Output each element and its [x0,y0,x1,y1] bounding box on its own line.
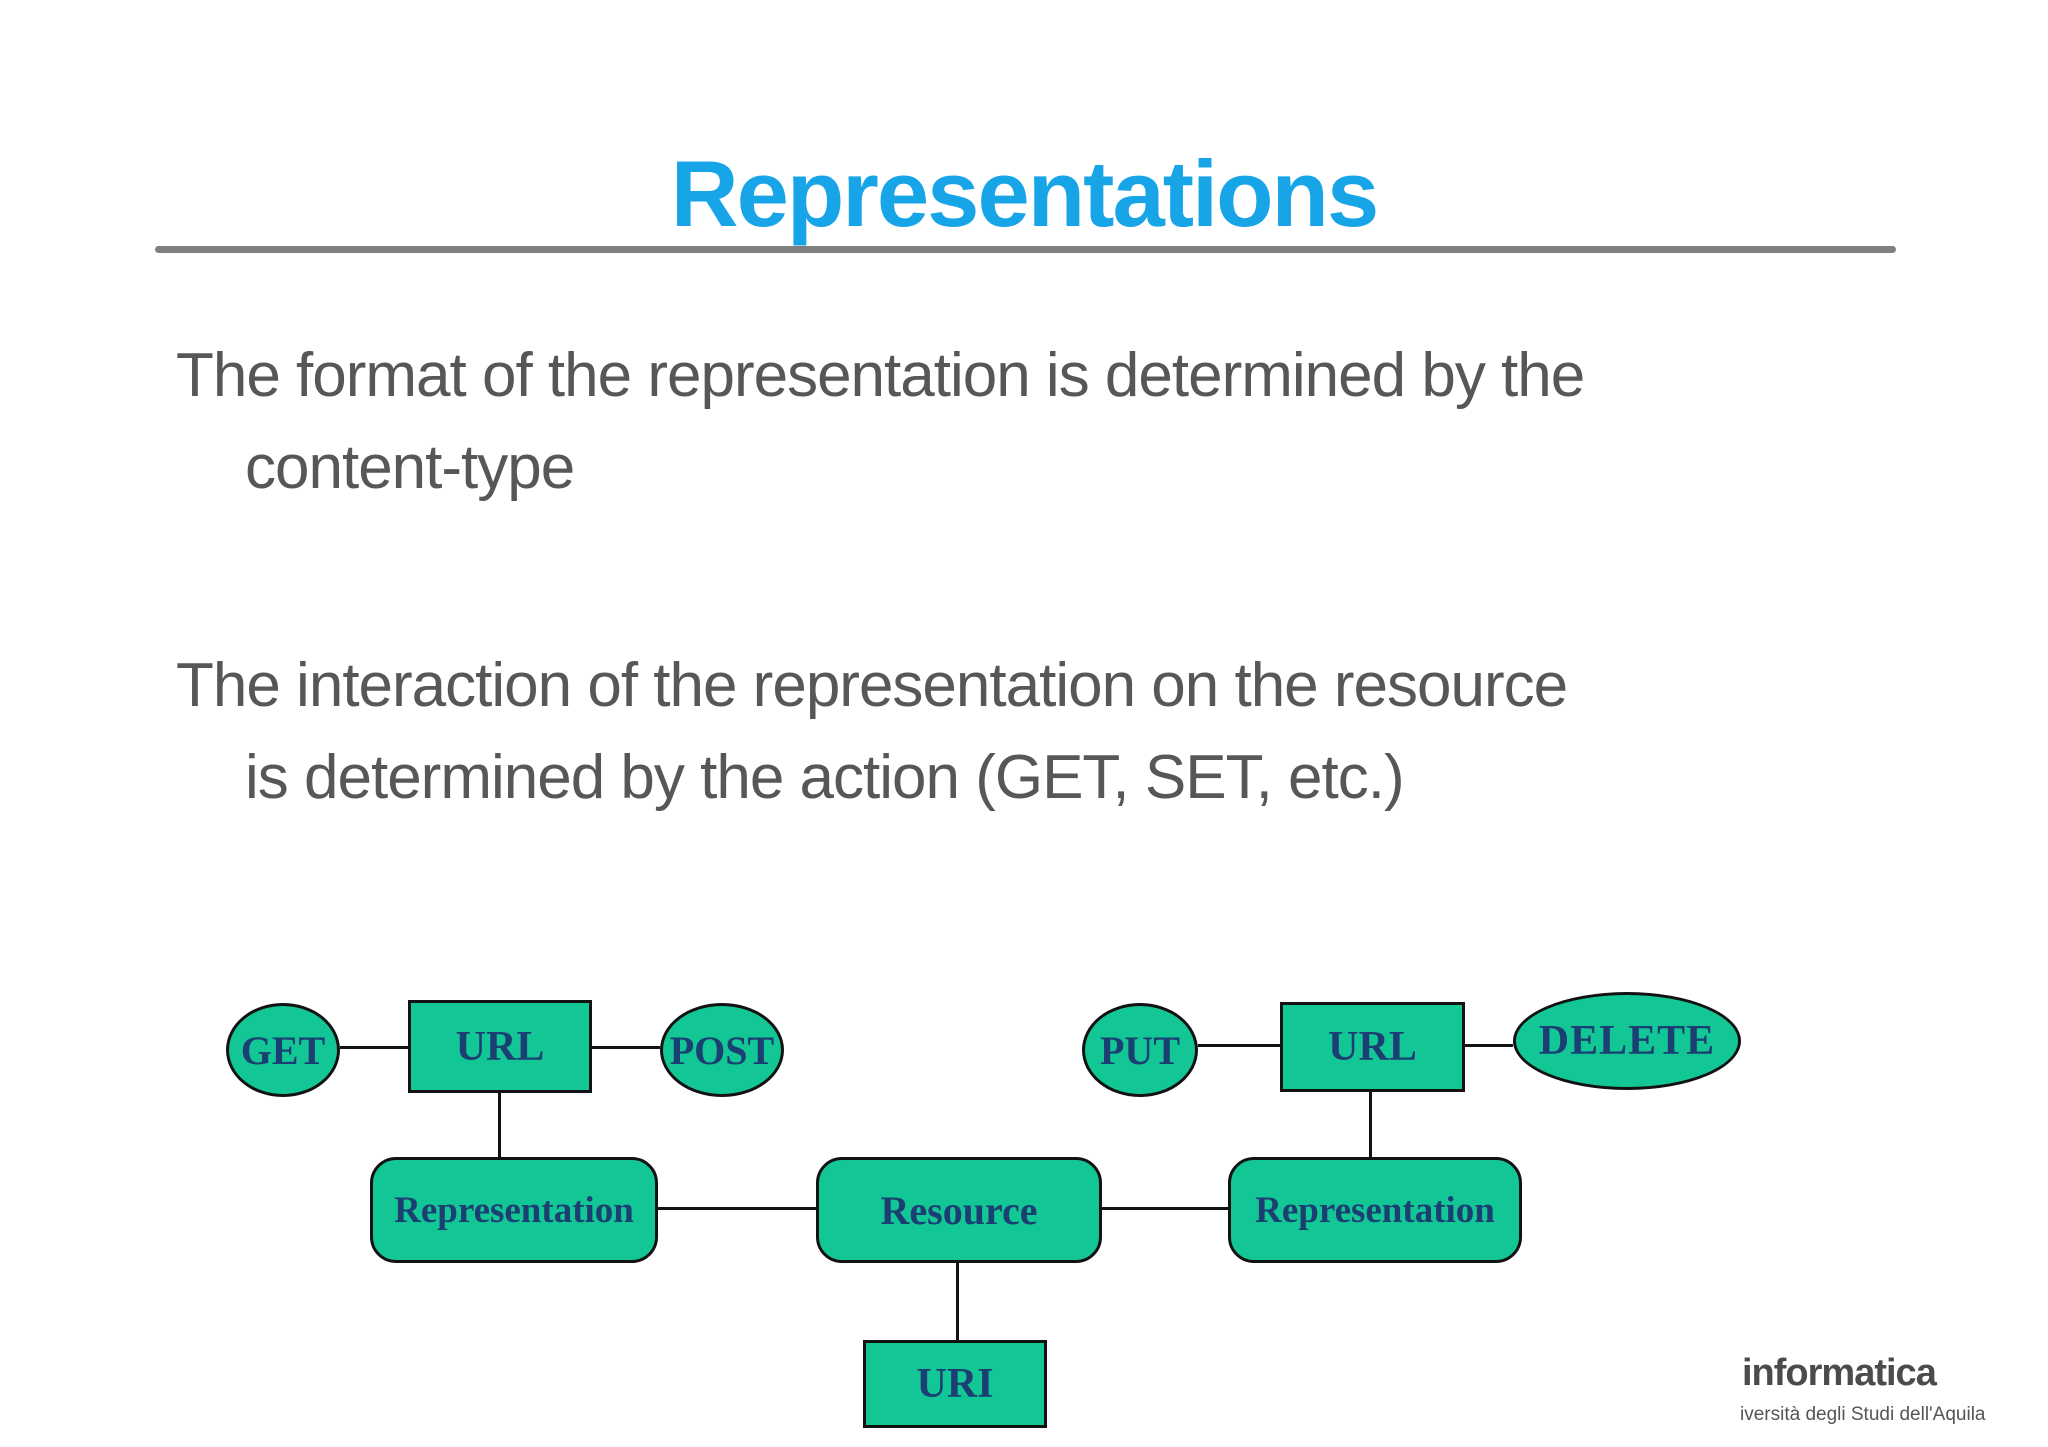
paragraph-interaction: The interaction of the representation on… [176,640,1568,824]
connector-url-post [592,1046,660,1049]
connector-get-url [340,1046,408,1049]
node-uri-rect: URI [863,1340,1047,1428]
node-url-right-rect: URL [1280,1002,1465,1092]
connector-resource-uri [956,1263,959,1340]
paragraph-line: content-type [245,433,575,502]
connector-url-delete [1465,1044,1513,1047]
title-divider [155,246,1896,253]
slide-title: Representations [670,140,1380,246]
university-logo-subtext: iversità degli Studi dell'Aquila [1740,1404,1986,1425]
node-delete-ellipse: DELETE [1513,992,1741,1090]
connector-url-representation-right [1369,1092,1372,1157]
node-representation-left: Representation [370,1157,658,1263]
node-resource: Resource [816,1157,1102,1263]
connector-put-url [1198,1044,1280,1047]
paragraph-line: The interaction of the representation on… [176,651,1568,720]
node-representation-right: Representation [1228,1157,1522,1263]
node-get-ellipse: GET [226,1003,340,1097]
paragraph-format: The format of the representation is dete… [176,330,1585,514]
node-url-left-rect: URL [408,1000,592,1093]
paragraph-line: is determined by the action (GET, SET, e… [245,743,1405,812]
connector-url-representation-left [498,1093,501,1157]
node-post-ellipse: POST [660,1003,784,1097]
node-put-ellipse: PUT [1082,1003,1198,1097]
connector-resource-representation-right [1102,1207,1228,1210]
paragraph-line: The format of the representation is dete… [176,341,1585,410]
informatica-logo-text: informatica [1742,1352,1937,1394]
connector-representation-resource-left [658,1207,816,1210]
